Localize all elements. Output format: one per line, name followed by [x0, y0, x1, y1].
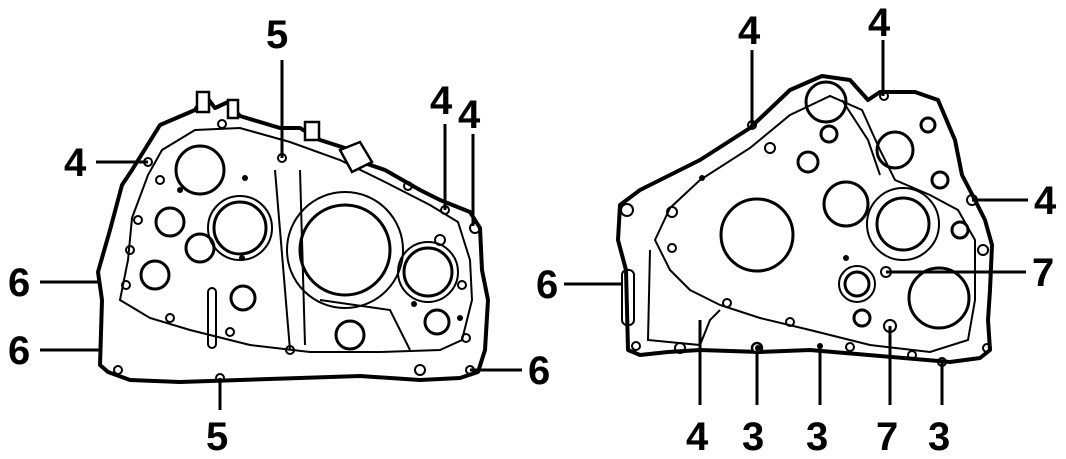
left-callout-4-a: 4 [430, 79, 453, 123]
left-crankcase-half [96, 90, 490, 384]
left-dowel-dots [177, 175, 463, 321]
right-center-bore [875, 196, 931, 252]
left-callout-5-top: 5 [266, 13, 288, 57]
right-callout-4-top-a: 4 [738, 9, 761, 53]
left-rib-3 [319, 299, 411, 351]
right-small-bore-6 [950, 220, 970, 240]
right-web-1 [646, 249, 721, 347]
left-small-bore-1 [154, 206, 186, 238]
left-bolt-holes [113, 119, 481, 383]
left-callout-6-right: 6 [528, 349, 550, 393]
right-callouts: 4 4 4 6 7 4 3 3 7 3 [536, 1, 1057, 459]
right-upper-bore [875, 130, 915, 170]
left-callout-5-bottom: 5 [206, 415, 228, 459]
left-lower-bore [229, 284, 257, 312]
left-slot [207, 287, 217, 349]
right-crankcase-half [616, 74, 994, 367]
right-case-outline [616, 74, 994, 364]
left-top-tube-3 [303, 120, 321, 142]
right-boss-ring [838, 265, 876, 303]
right-small-bore-4 [930, 170, 950, 190]
left-rib-2 [299, 169, 306, 346]
right-small-bore-2 [819, 124, 839, 144]
left-callout-4-b: 4 [458, 93, 481, 137]
left-case-outline [96, 93, 490, 384]
right-case-gasket-line [653, 94, 976, 354]
left-bottom-bore [334, 319, 366, 351]
left-rib-1 [274, 169, 291, 351]
left-small-bore-2 [184, 232, 216, 264]
right-callout-4-bottom: 4 [686, 415, 709, 459]
right-lower-bore [907, 266, 971, 330]
left-lower-right-bore [423, 308, 451, 336]
left-upper-bore [174, 144, 226, 196]
left-main-bore [298, 203, 392, 297]
right-callout-7-right: 7 [1032, 251, 1054, 295]
left-top-tube-2 [226, 98, 240, 120]
left-small-bore-3 [139, 259, 171, 291]
left-callouts: 5 4 4 4 6 6 5 6 [8, 13, 550, 459]
right-top-bore [804, 80, 848, 124]
right-main-bore [719, 197, 795, 273]
left-main-bore-ring [286, 191, 404, 309]
right-callout-4-top-b: 4 [868, 1, 891, 45]
right-boss-bore [843, 270, 871, 298]
left-mid-bore [212, 200, 268, 256]
right-slot [621, 269, 635, 326]
left-callout-6-lower: 6 [8, 329, 30, 373]
right-callout-4-right: 4 [1034, 179, 1057, 223]
left-right-bore-ring [397, 241, 459, 303]
left-callout-6-upper: 6 [8, 261, 30, 305]
right-bolt-holes [620, 91, 992, 367]
right-dowel-dots [699, 175, 849, 351]
left-callout-4-left: 4 [64, 141, 87, 185]
right-callout-7-bottom: 7 [876, 415, 898, 459]
right-mid-bore [822, 180, 870, 228]
right-callout-3-b: 3 [806, 415, 828, 459]
right-small-bore-3 [919, 116, 937, 134]
left-case-gasket-line [118, 126, 474, 353]
left-mid-bore-ring [207, 195, 273, 261]
right-small-bore-5 [852, 308, 872, 328]
right-web-2 [841, 99, 881, 176]
left-right-bore [402, 246, 454, 298]
left-pipe-fitting [338, 140, 374, 174]
right-center-bore-ring [866, 187, 940, 261]
right-callout-3-c: 3 [928, 415, 950, 459]
right-callout-6: 6 [536, 263, 558, 307]
left-top-tube-1 [195, 90, 211, 114]
right-callout-3-a: 3 [742, 415, 764, 459]
right-small-bore-1 [796, 150, 820, 174]
